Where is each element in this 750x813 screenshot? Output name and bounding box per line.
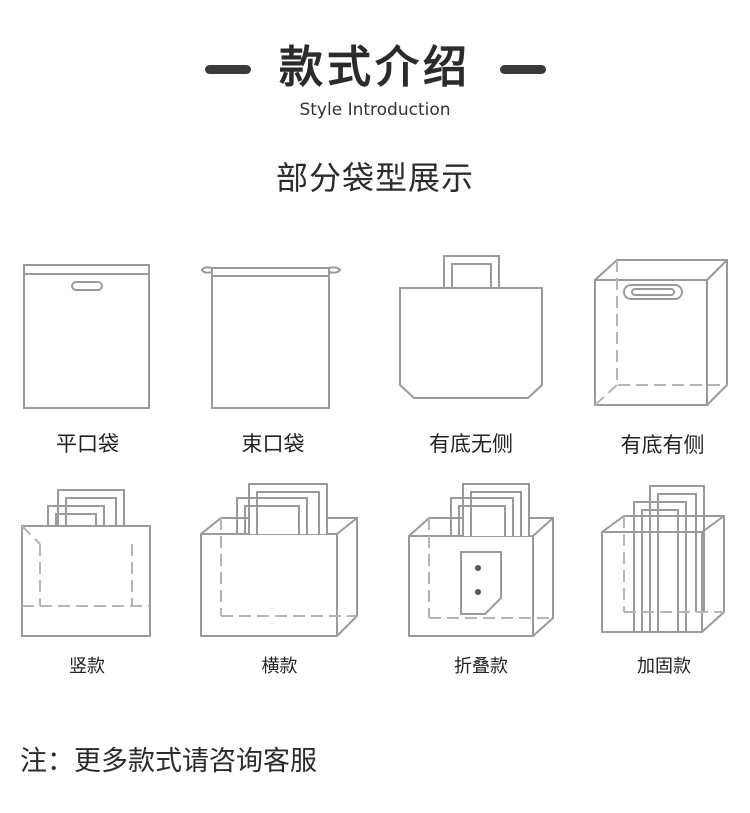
- bag-label-drawstring: 束口袋: [241, 432, 305, 456]
- bag-label-flat: 平口袋: [56, 432, 119, 456]
- horizontal-bag-illustration: [200, 483, 358, 637]
- bottom-no-side-bag-illustration: [399, 255, 543, 399]
- bottom-with-side-bag-illustration: [594, 259, 728, 406]
- button-dot-top: [475, 565, 481, 571]
- section-title: 部分袋型展示: [275, 159, 474, 197]
- bag-reinforced: 加固款: [598, 482, 730, 682]
- bag-vertical: 竖款: [18, 486, 156, 681]
- bag-flat: 平口袋: [20, 260, 155, 460]
- bag-bottom-with-side: 有底有侧: [590, 255, 735, 465]
- page-subtitle: Style Introduction: [299, 100, 451, 120]
- bag-drawstring: 束口袋: [198, 260, 348, 460]
- title-dash-left: [205, 65, 251, 74]
- button-dot-bottom: [475, 589, 481, 595]
- bag-label-vertical: 竖款: [69, 656, 105, 677]
- title-dash-right: [500, 65, 546, 74]
- page-header: 款式介绍: [0, 38, 750, 98]
- foldable-bag-illustration: [408, 483, 554, 637]
- bag-foldable: 折叠款: [405, 480, 557, 680]
- bag-bottom-no-side: 有底无侧: [396, 250, 546, 460]
- flat-bag-illustration: [23, 264, 150, 409]
- bag-label-foldable: 折叠款: [454, 656, 508, 677]
- bag-label-bottom-with-side: 有底有侧: [620, 433, 705, 457]
- drawstring-bag-illustration: [200, 266, 342, 409]
- reinforced-bag-illustration: [601, 485, 725, 633]
- footer-note: 注：更多款式请咨询客服: [20, 746, 317, 777]
- bag-label-bottom-no-side: 有底无侧: [429, 432, 513, 456]
- vertical-bag-illustration: [21, 489, 151, 637]
- bag-label-reinforced: 加固款: [637, 656, 691, 677]
- bag-label-horizontal: 横款: [261, 656, 298, 677]
- bag-horizontal: 横款: [197, 480, 362, 680]
- page-title: 款式介绍: [279, 42, 471, 93]
